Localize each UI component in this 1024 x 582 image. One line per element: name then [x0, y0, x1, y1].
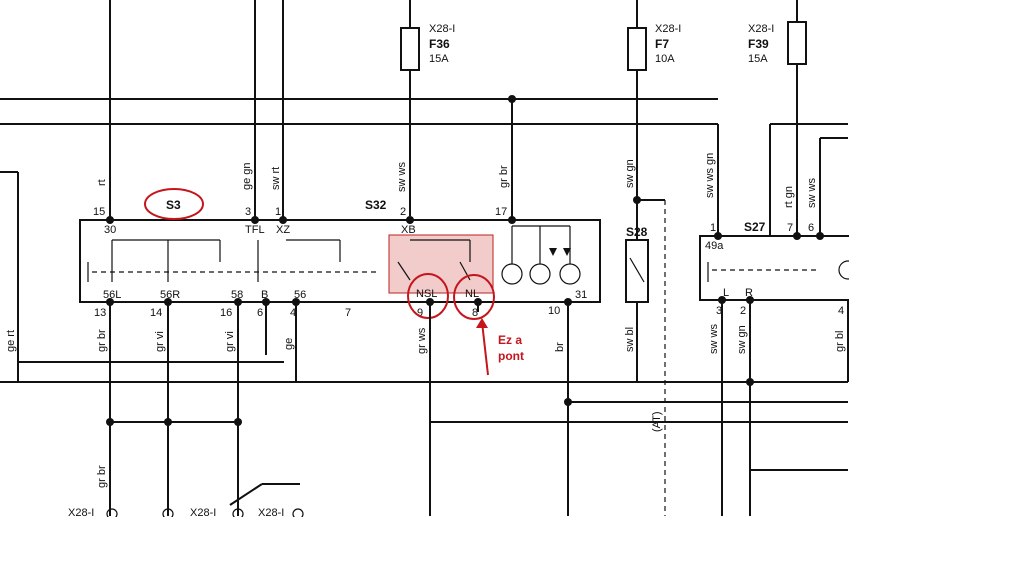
- wire-label-gr-vi-2: gr vi: [224, 331, 236, 352]
- pin-nl: NL: [465, 288, 479, 300]
- fuse-f39-name: F39: [748, 37, 769, 51]
- highlight-hatch: [388, 234, 494, 294]
- annotation-line2: pont: [498, 349, 524, 363]
- connector-label-2: X28-I: [190, 507, 216, 519]
- fuse-f39: X28-I F39 15A: [748, 0, 807, 236]
- highlight-nsl-circle: [407, 273, 449, 319]
- switch-s3: 15 30 3 TFL 1 XZ 2 XB 17 56L 56R 58 B 56…: [79, 206, 601, 319]
- label-s3: S3: [166, 198, 181, 212]
- highlight-s3-circle: [144, 188, 204, 220]
- fuse-f36: X28-I F36 15A: [400, 0, 455, 216]
- connector-label-1: X28-I: [68, 507, 94, 519]
- fuse-f36-rating: 15A: [429, 53, 449, 65]
- fuse-f36-ref: X28-I: [429, 23, 455, 35]
- pin-tfl: TFL: [245, 224, 265, 236]
- wire-label-sw-bl: sw bl: [624, 327, 636, 352]
- fuse-f7-name: F7: [655, 37, 669, 51]
- pin-nsl: NSL: [416, 288, 437, 300]
- wire-label-sw-rt: sw rt: [270, 167, 282, 190]
- wire-label-gr-br-2: gr br: [96, 329, 108, 352]
- wire-label-gr-br: gr br: [498, 165, 510, 188]
- s27-pin-6: 6: [808, 222, 814, 234]
- highlight-nl-circle: [453, 274, 495, 320]
- wire-label-sw-gn-2: sw gn: [736, 325, 748, 354]
- connector-label-3: X28-I: [258, 507, 284, 519]
- label-s32: S32: [365, 198, 387, 212]
- wire-label-ge: ge: [283, 338, 295, 350]
- fuse-f39-ref: X28-I: [748, 23, 774, 35]
- wire-label-sw-ws: sw ws: [396, 162, 408, 192]
- label-s28: S28: [626, 225, 648, 239]
- s27-pin-1: 1: [710, 222, 716, 234]
- s27-pin-l: L: [723, 287, 729, 299]
- right-margin: [849, 0, 1024, 582]
- pin-17: 17: [495, 206, 507, 218]
- pin-56: 56: [294, 289, 306, 301]
- top-wires: [0, 0, 848, 516]
- pin-10: 10: [548, 305, 560, 317]
- s27-pin-2: 2: [740, 305, 746, 317]
- wire-label-gr-br-3: gr br: [96, 465, 108, 488]
- pin-1: 1: [275, 206, 281, 218]
- bottom-wires: [0, 302, 848, 516]
- s27-pin-7: 7: [787, 222, 793, 234]
- pin-xb: XB: [401, 224, 416, 236]
- annotation-line1: Ez a: [498, 333, 522, 347]
- wire-label-rt: rt: [96, 179, 108, 186]
- pin-7: 7: [345, 307, 351, 319]
- wire-label-sw-ws-2: sw ws: [806, 178, 818, 208]
- pin-9: 9: [417, 307, 423, 319]
- pin-4: 4: [290, 307, 296, 319]
- wire-label-gr-ws: gr ws: [416, 327, 428, 354]
- pin-8: 8: [472, 307, 478, 319]
- pin-6: 6: [257, 307, 263, 319]
- s27-pin-r: R: [745, 287, 753, 299]
- fuse-f7-ref: X28-I: [655, 23, 681, 35]
- wire-label-sw-ws-gn: sw ws gn: [704, 153, 716, 198]
- pin-b: B: [261, 289, 268, 301]
- pin-13: 13: [94, 307, 106, 319]
- wire-label-ge-gn: ge gn: [241, 162, 253, 190]
- wire-label-at: (AT): [651, 411, 663, 432]
- pin-2: 2: [400, 206, 406, 218]
- wire-label-ge-rt: ge rt: [5, 330, 17, 352]
- wire-label-sw-ws-3: sw ws: [708, 324, 720, 354]
- wire-label-br: br: [554, 342, 566, 352]
- switch-s27: S27 1 49a 7 6 L R 3 2 4: [699, 220, 858, 516]
- pin-58: 58: [231, 289, 243, 301]
- s27-pin-49a: 49a: [705, 240, 724, 252]
- wire-label-gr-bl: gr bl: [834, 331, 846, 352]
- annotation-ez-a-pont: Ez a pont: [476, 318, 524, 376]
- switch-s28: S28: [625, 225, 649, 382]
- fuse-f39-rating: 15A: [748, 53, 768, 65]
- wire-labels: rt ge gn sw rt sw ws gr br sw gn sw ws g…: [5, 153, 846, 488]
- pin-14: 14: [150, 307, 162, 319]
- pin-56l: 56L: [103, 289, 121, 301]
- pin-xz: XZ: [276, 224, 290, 236]
- pin-3: 3: [245, 206, 251, 218]
- pin-15: 15: [93, 206, 105, 218]
- label-s27: S27: [744, 220, 766, 234]
- pin-16: 16: [220, 307, 232, 319]
- pin-31: 31: [575, 289, 587, 301]
- pin-30: 30: [104, 224, 116, 236]
- bottom-connectors: X28-I X28-I X28-I: [68, 507, 304, 520]
- wire-label-rt-gn: rt gn: [783, 186, 795, 208]
- fuse-f36-name: F36: [429, 37, 450, 51]
- wire-label-sw-gn: sw gn: [624, 159, 636, 188]
- fuse-f7: X28-I F7 10A: [627, 0, 681, 71]
- s27-pin-4: 4: [838, 305, 844, 317]
- fuse-f7-rating: 10A: [655, 53, 675, 65]
- pin-56r: 56R: [160, 289, 180, 301]
- wire-label-gr-vi: gr vi: [154, 331, 166, 352]
- s27-pin-3: 3: [716, 305, 722, 317]
